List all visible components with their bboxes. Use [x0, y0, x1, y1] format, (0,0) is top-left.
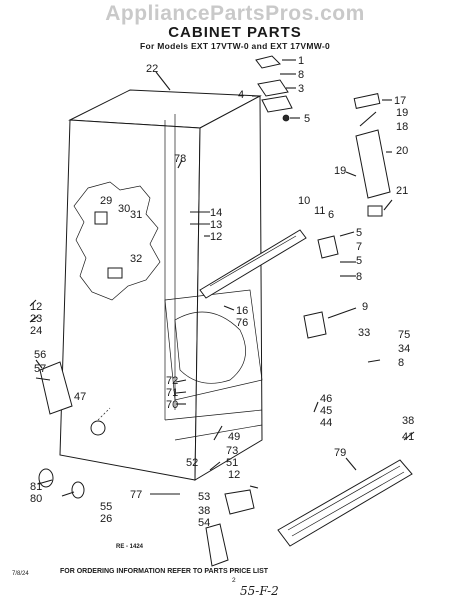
callout-72: 72 — [166, 375, 178, 387]
callout-45: 45 — [320, 405, 332, 417]
handwritten-note: 55-F-2 — [240, 584, 279, 598]
latch-part — [303, 311, 327, 339]
callout-21: 21 — [396, 185, 408, 197]
callout-4: 4 — [238, 89, 244, 101]
callout-34: 34 — [398, 343, 410, 355]
callout-17: 17 — [394, 95, 406, 107]
watermark: AppliancePartsPros.com — [105, 2, 365, 25]
callout-9: 9 — [362, 301, 368, 313]
stop-clip — [367, 205, 383, 217]
callout-14: 14 — [210, 207, 222, 219]
callout-20: 20 — [396, 145, 408, 157]
side-bracket — [39, 361, 73, 415]
callout-49: 49 — [228, 431, 240, 443]
callout-81: 81 — [30, 481, 42, 493]
callout-52: 52 — [186, 457, 198, 469]
detail-inset-outline — [73, 181, 161, 301]
callout-30: 30 — [118, 203, 130, 215]
hinge-bracket — [224, 489, 255, 515]
callout-32: 32 — [130, 253, 142, 265]
clip-part — [107, 267, 123, 279]
hinge-plate — [261, 95, 293, 113]
callout-12b: 12 — [30, 301, 42, 313]
bottom-hinge — [205, 523, 229, 567]
callout-13: 13 — [210, 219, 222, 231]
callout-76: 76 — [236, 317, 248, 329]
callout-10: 10 — [298, 195, 310, 207]
callout-23: 23 — [30, 313, 42, 325]
callout-5: 5 — [304, 113, 310, 125]
callout-12c: 12 — [228, 469, 240, 481]
callout-80: 80 — [30, 493, 42, 505]
top-hinge — [257, 79, 289, 97]
callout-11: 11 — [314, 205, 325, 217]
center-hinge — [317, 235, 339, 259]
callout-5c: 5 — [356, 255, 362, 267]
callouts: 22 1 8 3 4 5 17 19 18 20 19 21 10 11 6 5… — [30, 55, 414, 529]
callout-29: 29 — [100, 195, 112, 207]
callout-26: 26 — [100, 513, 112, 525]
bracket-part — [94, 211, 108, 225]
callout-19: 19 — [396, 107, 408, 119]
callout-8b: 8 — [356, 271, 362, 283]
center-rail — [199, 229, 307, 299]
callout-12: 12 — [210, 231, 222, 243]
callout-44: 44 — [320, 417, 332, 429]
roller-axle — [71, 481, 85, 499]
callout-3: 3 — [298, 83, 304, 95]
doc-code: 7/8/24 — [12, 571, 29, 577]
callout-57: 57 — [34, 363, 46, 375]
callout-79: 79 — [334, 447, 346, 459]
callout-16: 16 — [236, 305, 248, 317]
callout-24: 24 — [30, 325, 42, 337]
callout-47: 47 — [74, 391, 86, 403]
callout-8c: 8 — [398, 357, 404, 369]
callout-55: 55 — [100, 501, 112, 513]
door-stop-cap — [353, 93, 381, 109]
diagram-title: CABINET PARTS — [168, 24, 302, 41]
hinge-cover — [255, 55, 281, 69]
callout-70: 70 — [166, 399, 178, 411]
drain-fitting — [90, 420, 106, 436]
callout-38b: 38 — [402, 415, 414, 427]
callout-56: 56 — [34, 349, 46, 361]
callout-75: 75 — [398, 329, 410, 341]
callout-19b: 19 — [334, 165, 346, 177]
callout-18: 18 — [396, 121, 408, 133]
hinge-screw — [282, 114, 290, 122]
callout-33: 33 — [358, 327, 370, 339]
callout-38: 38 — [198, 505, 210, 517]
callout-71: 71 — [166, 387, 178, 399]
page-number: 2 — [232, 577, 236, 584]
callout-46: 46 — [320, 393, 332, 405]
callout-8: 8 — [298, 69, 304, 81]
leader-lines — [29, 59, 415, 497]
callout-1: 1 — [298, 55, 304, 67]
callout-22: 22 — [146, 63, 158, 75]
cabinet-shell — [59, 89, 263, 481]
callout-5b: 5 — [356, 227, 362, 239]
base-grille — [277, 459, 413, 547]
door-stop-bracket — [355, 129, 391, 199]
callout-51: 51 — [226, 457, 238, 469]
callout-53: 53 — [198, 491, 210, 503]
callout-7: 7 — [356, 241, 362, 253]
reference-code: RE - 1424 — [116, 544, 144, 550]
diagram-subtitle: For Models EXT 17VTW-0 and EXT 17VMW-0 — [139, 41, 331, 51]
callout-54: 54 — [198, 517, 210, 529]
callout-73: 73 — [226, 445, 238, 457]
callout-41: 41 — [402, 431, 414, 443]
callout-77: 77 — [130, 489, 142, 501]
callout-31: 31 — [130, 209, 142, 221]
callout-6: 6 — [328, 209, 334, 221]
callout-78: 78 — [174, 153, 186, 165]
footer-note: FOR ORDERING INFORMATION REFER TO PARTS … — [60, 568, 269, 575]
